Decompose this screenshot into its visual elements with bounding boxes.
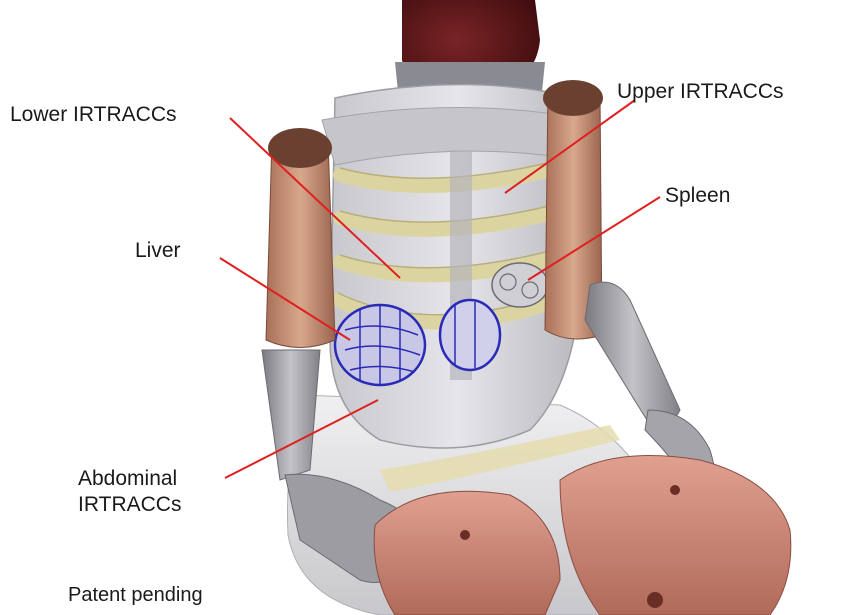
label-lower-irtraccs: Lower IRTRACCs	[10, 102, 176, 128]
right-forearm	[585, 282, 680, 426]
right-thigh	[560, 456, 791, 615]
patent-notice: Patent pending	[68, 583, 203, 608]
label-liver: Liver	[135, 238, 181, 264]
label-spleen: Spleen	[665, 183, 730, 209]
label-abdominal-line2: IRTRACCs	[78, 492, 238, 518]
label-abdominal-irtraccs: Abdominal IRTRACCs	[78, 466, 238, 519]
right-shoulder-cap	[543, 80, 603, 116]
label-upper-irtraccs: Upper IRTRACCs	[617, 79, 783, 105]
left-thigh	[374, 491, 560, 615]
spleen-organ	[492, 263, 548, 307]
label-abdominal-line1: Abdominal	[78, 466, 238, 492]
